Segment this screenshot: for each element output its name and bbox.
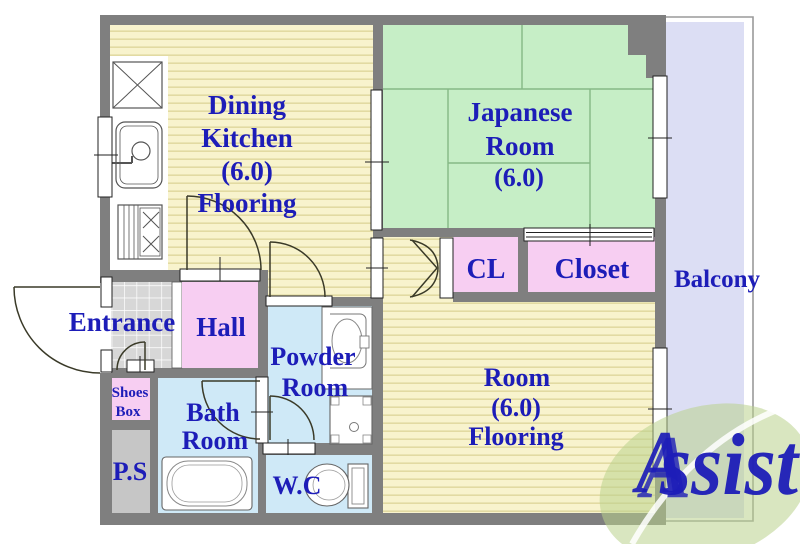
entrance-tile <box>110 282 172 368</box>
tatami-lines <box>383 25 655 228</box>
front-door-frame-top <box>100 276 113 308</box>
washing-machine-icon <box>329 395 373 445</box>
kitchen-sink-icon <box>110 121 163 189</box>
balcony-label: Balcony <box>674 266 761 293</box>
kitchen-fixtures <box>110 61 163 260</box>
gas-stove-icon <box>117 204 163 260</box>
bath-door-frame <box>255 376 269 444</box>
closet-label: Closet <box>555 254 630 285</box>
refrigerator-space-icon <box>112 61 163 109</box>
closet-sliding-door <box>523 227 655 242</box>
tatami-floor <box>383 25 655 228</box>
entrance-label: Entrance <box>69 307 176 337</box>
shoes-box <box>112 378 150 420</box>
door-swings <box>13 195 439 441</box>
shoes-box-label-1: Shoes <box>112 385 149 401</box>
window-left <box>97 116 113 198</box>
japanese-room <box>383 25 666 228</box>
ps-label: P.S <box>113 457 147 486</box>
room-label-3: Flooring <box>468 422 563 451</box>
wc-door-sill <box>262 442 316 455</box>
bath-room-label-2: Room <box>182 426 249 455</box>
cl-closet <box>453 237 518 292</box>
room-label-2: (6.0) <box>491 393 541 422</box>
dining-kitchen-label-4: Flooring <box>198 188 297 218</box>
logo-text-ssist: ssist <box>659 417 800 514</box>
entrance-closet-door <box>116 341 146 371</box>
kitchen-powder-door <box>269 241 326 298</box>
powder-door-sill <box>265 295 333 307</box>
dining-kitchen-label-1: Dining <box>208 90 287 120</box>
japanese-room-label-3: (6.0) <box>494 163 544 192</box>
bath-room-label-1: Bath <box>186 398 240 427</box>
room-label-1: Room <box>484 363 551 392</box>
cl-label: CL <box>467 254 506 285</box>
front-door-frame-bottom <box>100 349 113 373</box>
hall-label: Hall <box>196 312 246 342</box>
opening-ticks <box>94 137 672 455</box>
wall-notch-step <box>646 25 666 78</box>
shoes-box-label-2: Box <box>115 404 141 420</box>
wc-label: W.C <box>273 471 322 500</box>
pipe-space <box>112 430 150 513</box>
corridor-folding-door <box>409 239 439 298</box>
assist-watermark: A A ssist <box>599 401 800 544</box>
dining-kitchen-label-3: (6.0) <box>221 156 273 186</box>
toilet-icon <box>304 463 369 509</box>
powder-room-label-2: Room <box>282 373 349 402</box>
powder-room-label-1: Powder <box>270 342 355 371</box>
powder-wc-door <box>269 395 315 441</box>
window-japanese-right <box>652 75 668 199</box>
logo-letter-a: A <box>632 413 686 512</box>
front-entrance-door <box>13 286 101 374</box>
washbasin-icon <box>321 306 373 390</box>
japanese-room-label-1: Japanese <box>467 97 572 127</box>
bath-door <box>201 380 261 440</box>
bathtub-icon <box>161 456 253 511</box>
logo-letter-a-shadow: A <box>637 418 691 517</box>
hall-floor <box>182 282 258 368</box>
window-partition <box>370 89 383 231</box>
closet <box>528 237 655 292</box>
leaf-vein <box>629 401 795 544</box>
dining-kitchen-label-2: Kitchen <box>201 123 293 153</box>
japanese-room-label-2: Room <box>486 131 555 161</box>
kitchen-hall-door <box>186 195 262 271</box>
leaf-shape <box>599 403 800 544</box>
corridor-frame-right <box>439 237 454 299</box>
room-labels: Dining Kitchen (6.0) Flooring Japanese R… <box>69 90 761 500</box>
